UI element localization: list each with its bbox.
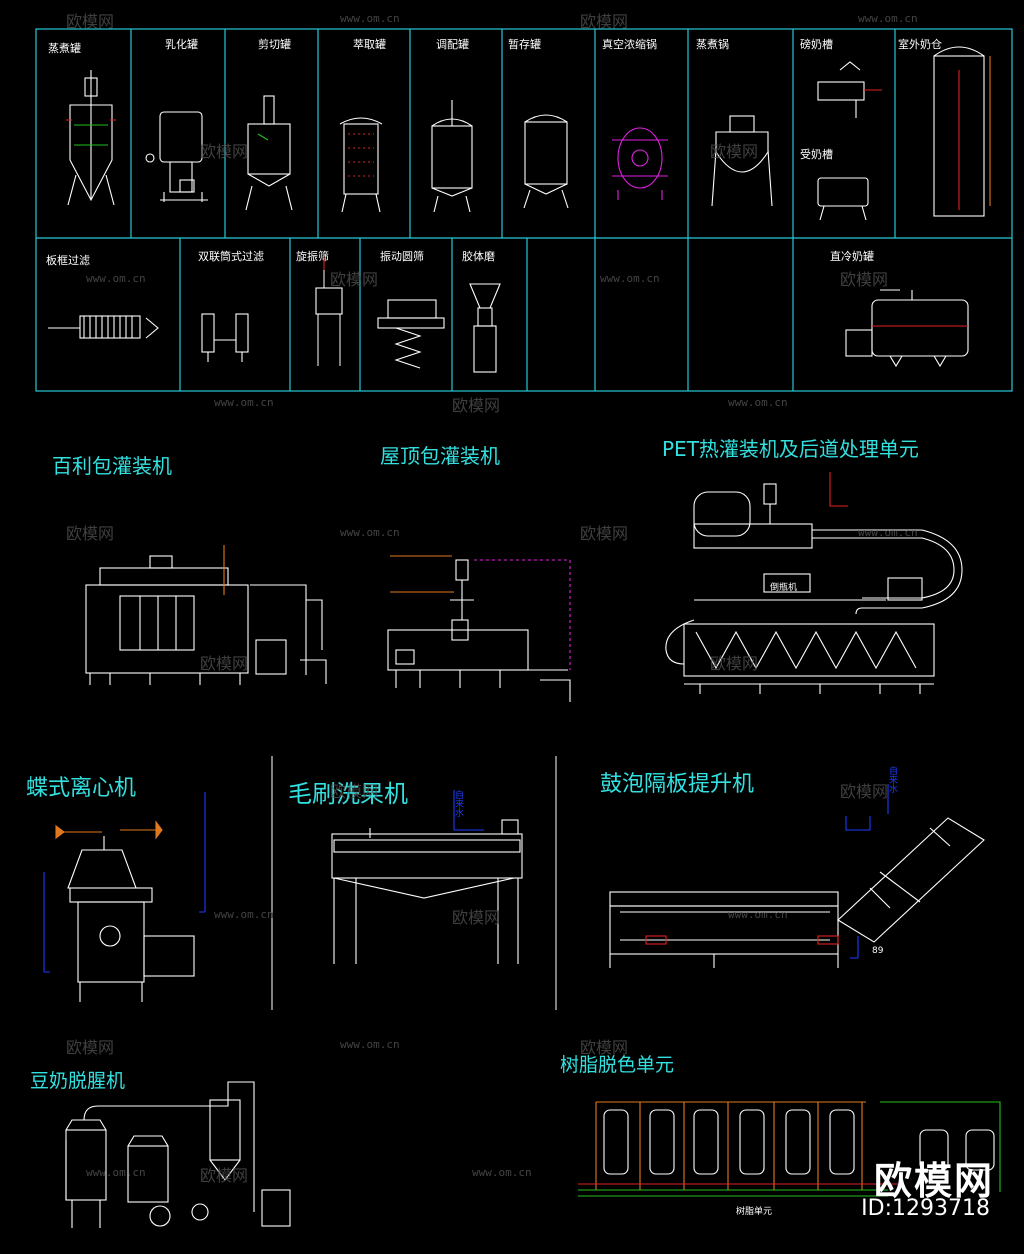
- watermark-8: 欧模网: [66, 524, 115, 543]
- buffer-tank-figure: [523, 114, 569, 209]
- emulsifying-tank-figure: [145, 111, 208, 202]
- watermark-site-8: www.om.cn: [858, 526, 918, 539]
- table-label-11: 板框过滤: [46, 254, 90, 267]
- bubble-elevator-figure: [609, 784, 985, 968]
- watermark-16: 欧模网: [580, 1038, 629, 1057]
- equipment-table-grid: [35, 28, 1013, 392]
- pouch-filler-figure: [85, 545, 327, 685]
- milk-receiving-tank-figure: [817, 177, 869, 221]
- vacuum-concentrator-figure: [612, 127, 668, 200]
- table-label-4: 萃取罐: [353, 38, 386, 51]
- watermark-12: 欧模网: [330, 782, 379, 801]
- outdoor-silo-figure: [933, 46, 991, 217]
- elevator-note-89: 89: [872, 946, 884, 956]
- section-title-resin: 树脂脱色单元: [560, 1054, 675, 1076]
- watermark-2: 欧模网: [580, 12, 629, 31]
- watermark-10: 欧模网: [200, 654, 249, 673]
- section-title-gable: 屋顶包灌装机: [380, 444, 500, 468]
- watermark-17: 欧模网: [200, 1166, 249, 1185]
- section-title-pet: PET热灌装机及后道处理单元: [662, 437, 919, 461]
- duplex-filter-figure: [201, 313, 249, 362]
- table-label-5: 调配罐: [436, 38, 469, 51]
- watermark-site-9: www.om.cn: [214, 908, 274, 921]
- section-title-washer: 毛刷洗果机: [288, 780, 408, 808]
- table-label-3: 剪切罐: [258, 38, 291, 51]
- watermark-11: 欧模网: [710, 654, 759, 673]
- blending-tank-figure: [431, 100, 473, 213]
- watermark-site-10: www.om.cn: [728, 908, 788, 921]
- watermark-site-1: www.om.cn: [340, 12, 400, 25]
- table-label-1: 蒸煮罐: [48, 42, 81, 55]
- table-label-12: 双联筒式过滤: [198, 250, 264, 263]
- gable-top-filler-figure: [387, 555, 571, 702]
- table-label-13: 旋振筛: [296, 250, 329, 263]
- brand-id: ID:1293718: [861, 1196, 990, 1221]
- watermark-site-7: www.om.cn: [340, 526, 400, 539]
- pet-sub-label: 倒瓶机: [770, 583, 798, 593]
- watermark-6: 欧模网: [840, 270, 889, 289]
- table-label-8: 蒸煮锅: [696, 38, 729, 51]
- watermark-site-11: www.om.cn: [340, 1038, 400, 1051]
- disc-centrifuge-figure: [43, 792, 206, 1002]
- milk-weighing-tank-figure: [817, 61, 882, 118]
- watermark-site-12: www.om.cn: [86, 1166, 146, 1179]
- watermark-site-5: www.om.cn: [214, 396, 274, 409]
- plate-filter-figure: [48, 315, 159, 339]
- table-label-15: 胶体磨: [462, 250, 495, 263]
- watermark-4: 欧模网: [710, 142, 759, 161]
- cooking-tank-figure: [66, 70, 116, 206]
- watermark-site-6: www.om.cn: [728, 396, 788, 409]
- watermark-site-13: www.om.cn: [472, 1166, 532, 1179]
- table-label-9: 磅奶槽: [800, 38, 833, 51]
- soymilk-deodorizer-figure: [65, 1081, 291, 1228]
- pet-hot-filler-figure: [665, 472, 963, 694]
- section-title-centrifuge: 蝶式离心机: [26, 776, 137, 801]
- watermark-3: 欧模网: [200, 142, 249, 161]
- watermark-site-3: www.om.cn: [86, 272, 146, 285]
- water-note-elevator: 自来水: [887, 766, 897, 793]
- cooking-pot-figure: [711, 115, 773, 207]
- table-sublabel: 受奶槽: [800, 148, 833, 161]
- section-title-soymilk: 豆奶脱腥机: [30, 1070, 126, 1092]
- vibrating-sieve-figure: [377, 299, 445, 369]
- table-label-14: 振动圆筛: [380, 250, 424, 263]
- rotary-sieve-figure: [315, 258, 343, 366]
- watermark-7: 欧模网: [452, 396, 501, 415]
- watermark-13: 欧模网: [840, 782, 889, 801]
- water-note-washer: 自来水: [453, 790, 463, 817]
- table-label-10: 室外奶仓: [898, 38, 942, 51]
- section-title-pouch: 百利包灌装机: [52, 454, 172, 478]
- direct-cooling-tank-figure: [845, 289, 969, 368]
- watermark-14: 欧模网: [452, 908, 501, 927]
- section-dividers: [271, 756, 557, 1010]
- table-label-7: 真空浓缩锅: [602, 38, 657, 51]
- table-label-2: 乳化罐: [165, 38, 198, 51]
- watermark-site-2: www.om.cn: [858, 12, 918, 25]
- shearing-tank-figure: [245, 95, 293, 211]
- extraction-tank-figure: [339, 117, 383, 213]
- watermark-1: 欧模网: [66, 12, 115, 31]
- brand-logo-text: 欧模网: [873, 1159, 994, 1203]
- table-label-16: 直冷奶罐: [830, 250, 874, 263]
- resin-decolor-figure: [578, 1101, 1001, 1197]
- section-title-elevator: 鼓泡隔板提升机: [600, 772, 755, 797]
- watermark-15: 欧模网: [66, 1038, 115, 1057]
- brush-washer-figure: [331, 790, 523, 964]
- table-label-6: 暂存罐: [508, 38, 541, 51]
- watermark-9: 欧模网: [580, 524, 629, 543]
- colloid-mill-figure: [469, 283, 501, 373]
- resin-sub-label: 树脂单元: [736, 1207, 773, 1217]
- watermark-site-4: www.om.cn: [600, 272, 660, 285]
- watermark-5: 欧模网: [330, 270, 379, 289]
